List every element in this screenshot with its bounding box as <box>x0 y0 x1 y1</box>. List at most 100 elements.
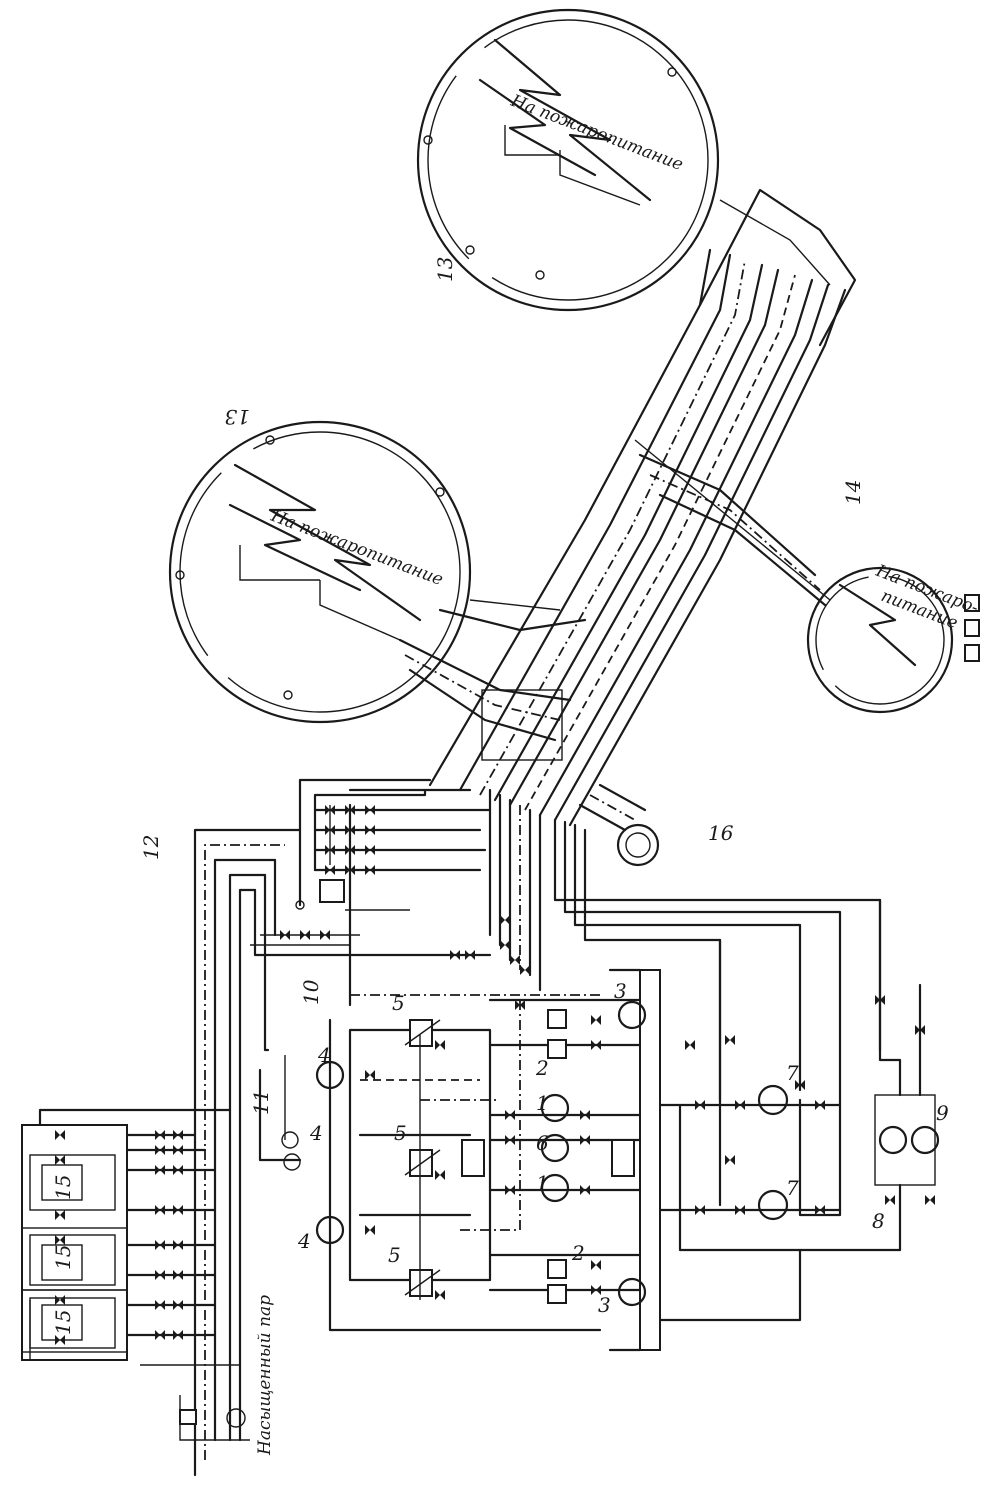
valve-glyph <box>591 1015 601 1025</box>
fire-line-label-upper: На пожаропитание <box>507 91 685 175</box>
valve-glyph <box>173 1270 183 1280</box>
valve-glyph <box>365 825 375 835</box>
valve-glyph <box>280 930 290 940</box>
num-15-c: 15 <box>51 1310 75 1335</box>
valve-glyph <box>795 1080 805 1090</box>
valve-glyph <box>735 1100 745 1110</box>
valve-glyph <box>435 1040 445 1050</box>
valve-markers <box>55 805 935 1345</box>
num-6: 6 <box>536 1131 549 1155</box>
num-3-b: 3 <box>598 1293 611 1317</box>
labels: Насыщенный пар На пожаропитание На пожар… <box>51 91 981 1456</box>
valve-glyph <box>325 845 335 855</box>
valve-glyph <box>55 1335 65 1345</box>
booster-pumps <box>658 898 940 1322</box>
valve-glyph <box>155 1145 165 1155</box>
num-4-b: 4 <box>297 1229 311 1253</box>
valve-glyph <box>591 1040 601 1050</box>
valve-glyph <box>365 1070 375 1080</box>
valve-glyph <box>450 950 460 960</box>
valve-glyph <box>173 1205 183 1215</box>
tank-upper-right <box>416 8 720 312</box>
valve-glyph <box>520 965 530 975</box>
num-7-a: 7 <box>786 1061 799 1085</box>
valve-glyph <box>155 1300 165 1310</box>
valve-glyph <box>173 1300 183 1310</box>
valve-glyph <box>345 825 355 835</box>
valve-glyph <box>505 1110 515 1120</box>
valve-glyph <box>365 1225 375 1235</box>
num-10: 10 <box>299 979 323 1005</box>
valve-glyph <box>925 1195 935 1205</box>
valve-glyph <box>55 1130 65 1140</box>
heater-block-15 <box>21 1108 250 1441</box>
valve-glyph <box>155 1240 165 1250</box>
valve-glyph <box>815 1100 825 1110</box>
valve-glyph <box>155 1165 165 1175</box>
valve-glyph <box>345 865 355 875</box>
valve-glyph <box>591 1285 601 1295</box>
valve-glyph <box>155 1205 165 1215</box>
outlet-manifold <box>250 788 492 946</box>
valve-glyph <box>885 1195 895 1205</box>
valve-glyph <box>580 1110 590 1120</box>
valve-glyph <box>505 1185 515 1195</box>
valve-glyph <box>155 1130 165 1140</box>
valve-glyph <box>695 1205 705 1215</box>
valve-glyph <box>735 1205 745 1215</box>
num-15-a: 15 <box>51 1175 75 1200</box>
valve-glyph <box>325 825 335 835</box>
valve-glyph <box>505 1135 515 1145</box>
valve-glyph <box>155 1330 165 1340</box>
num-5-c: 5 <box>388 1243 401 1267</box>
steam-label: Насыщенный пар <box>255 1295 275 1456</box>
valve-glyph <box>55 1155 65 1165</box>
num-4-a: 4 <box>317 1043 331 1067</box>
valve-glyph <box>435 1290 445 1300</box>
valve-glyph <box>500 915 510 925</box>
valve-glyph <box>55 1295 65 1305</box>
num-5-a: 5 <box>392 991 405 1015</box>
valve-glyph <box>685 1040 695 1050</box>
valve-glyph <box>300 930 310 940</box>
num-1-a: 1 <box>536 1091 549 1115</box>
valve-glyph <box>55 1235 65 1245</box>
valve-glyph <box>815 1205 825 1215</box>
valve-glyph <box>725 1035 735 1045</box>
valve-glyph <box>725 1155 735 1165</box>
valve-glyph <box>510 955 520 965</box>
pump-station <box>315 968 661 1352</box>
valve-glyph <box>465 950 475 960</box>
valve-glyph <box>580 1135 590 1145</box>
valve-glyph <box>591 1260 601 1270</box>
main-pipe-bundle <box>398 188 857 827</box>
valve-glyph <box>173 1145 183 1155</box>
valve-glyph <box>915 1025 925 1035</box>
num-8: 8 <box>872 1209 885 1233</box>
valve-glyph <box>435 1170 445 1180</box>
num-11: 11 <box>249 1090 273 1115</box>
num-14: 14 <box>841 480 865 505</box>
num-9: 9 <box>936 1101 949 1125</box>
valve-glyph <box>875 995 885 1005</box>
num-3-a: 3 <box>614 979 627 1003</box>
valve-glyph <box>325 805 335 815</box>
valve-glyph <box>345 805 355 815</box>
valve-glyph <box>365 805 375 815</box>
valve-glyph <box>173 1165 183 1175</box>
valve-glyph <box>173 1330 183 1340</box>
ring-16 <box>578 783 660 867</box>
valve-glyph <box>173 1240 183 1250</box>
num-16: 16 <box>708 821 734 845</box>
num-2-a: 2 <box>535 1056 549 1080</box>
valve-glyph <box>320 930 330 940</box>
valve-glyph <box>515 1000 525 1010</box>
valve-glyph <box>173 1130 183 1140</box>
valve-glyph <box>695 1100 705 1110</box>
num-7-b: 7 <box>786 1176 799 1200</box>
num-4-c: 4 <box>309 1121 323 1145</box>
num-2-b: 2 <box>571 1241 585 1265</box>
valve-glyph <box>155 1270 165 1280</box>
valve-glyph <box>500 940 510 950</box>
